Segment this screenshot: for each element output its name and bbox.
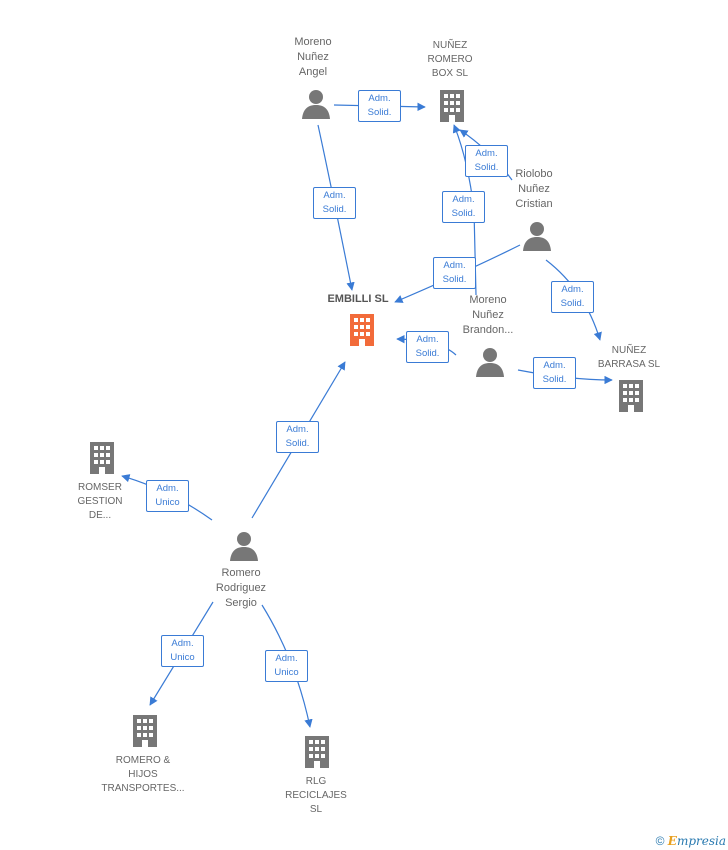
building-icon[interactable] <box>301 734 333 770</box>
edge-label[interactable]: Adm. Solid. <box>406 331 449 363</box>
node-label-nunez-barrasa[interactable]: NUÑEZ BARRASA SL <box>597 345 661 370</box>
building-icon[interactable] <box>615 378 647 414</box>
edge-label[interactable]: Adm. Unico <box>146 480 189 512</box>
node-label-embilli[interactable]: EMBILLI SL <box>327 293 389 305</box>
node-label-rlg[interactable]: RLG RECICLAJES SL <box>285 776 347 815</box>
focus-building-icon[interactable] <box>346 312 378 348</box>
person-icon[interactable] <box>300 88 332 120</box>
edge-label[interactable]: Adm. Unico <box>161 635 204 667</box>
brand-name: mpresia <box>676 834 726 848</box>
edge-label[interactable]: Adm. Solid. <box>442 191 485 223</box>
copyright-symbol: © <box>655 834 665 848</box>
building-icon[interactable] <box>86 440 118 476</box>
edge-label[interactable]: Adm. Solid. <box>551 281 594 313</box>
person-icon[interactable] <box>521 220 553 252</box>
node-label-riolobo[interactable]: Riolobo Nuñez Cristian <box>515 168 553 210</box>
edge-label[interactable]: Adm. Solid. <box>276 421 319 453</box>
footer-brand: © Empresia <box>656 834 726 848</box>
node-label-romero-sergio[interactable]: Romero Rodriguez Sergio <box>215 567 267 609</box>
node-label-romser[interactable]: ROMSER GESTION DE... <box>77 482 123 521</box>
node-label-moreno-brandon[interactable]: Moreno Nuñez Brandon... <box>462 294 514 336</box>
brand-initial: E <box>667 834 677 848</box>
building-icon[interactable] <box>129 713 161 749</box>
edge-label[interactable]: Adm. Solid. <box>433 257 476 289</box>
edge-label[interactable]: Adm. Solid. <box>313 187 356 219</box>
node-label-moreno-angel[interactable]: Moreno Nuñez Angel <box>294 36 332 78</box>
person-icon[interactable] <box>474 346 506 378</box>
edge-label[interactable]: Adm. Solid. <box>533 357 576 389</box>
node-label-romero-hijos[interactable]: ROMERO & HIJOS TRANSPORTES... <box>101 755 185 794</box>
node-label-nunez-romero-box[interactable]: NUÑEZ ROMERO BOX SL <box>427 40 473 79</box>
edge-label[interactable]: Adm. Unico <box>265 650 308 682</box>
edge-label[interactable]: Adm. Solid. <box>358 90 401 122</box>
person-icon[interactable] <box>228 530 260 562</box>
edge-label[interactable]: Adm. Solid. <box>465 145 508 177</box>
building-icon[interactable] <box>436 88 468 124</box>
